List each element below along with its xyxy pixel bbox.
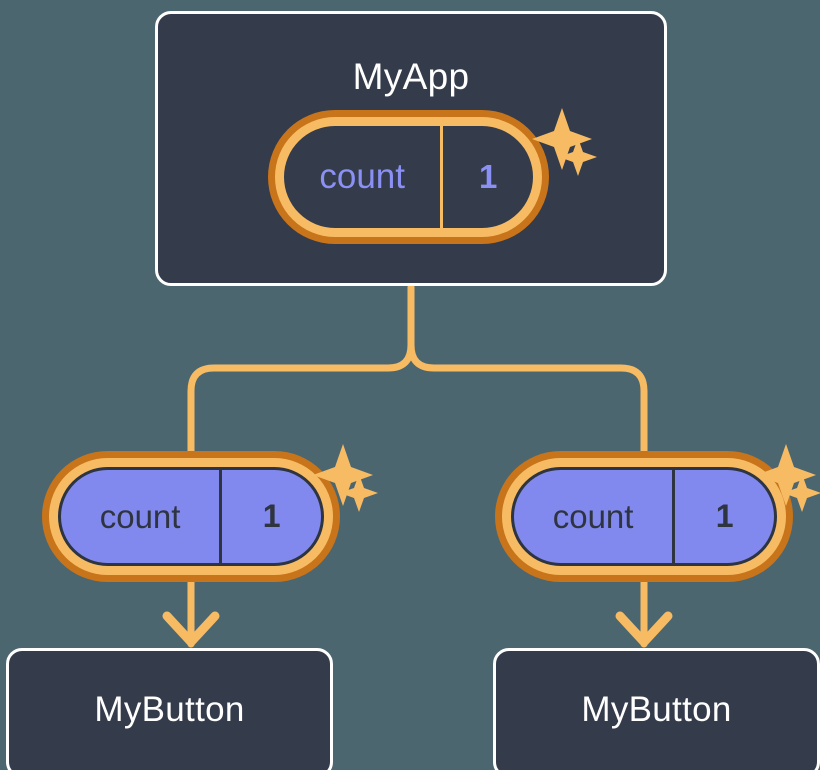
connector-to-right-pill xyxy=(407,341,648,455)
component-label-mybutton: MyButton xyxy=(94,690,245,729)
state-pill-ring: count 1 xyxy=(502,458,786,575)
component-card-mybutton-right: MyButton xyxy=(493,648,820,770)
state-pill-body: count 1 xyxy=(58,467,324,566)
state-value-label: 1 xyxy=(262,498,281,534)
state-key-label: count xyxy=(284,126,444,228)
state-pill-child-left[interactable]: count 1 xyxy=(42,451,340,582)
state-value-label: 1 xyxy=(479,158,498,195)
arrow-down-icon-left xyxy=(162,611,220,647)
state-pill-body: count 1 xyxy=(511,467,777,566)
state-pill-ring: count 1 xyxy=(275,117,542,237)
state-key-label: count xyxy=(61,470,223,563)
arrow-down-icon-right xyxy=(615,611,673,647)
state-pill-child-right[interactable]: count 1 xyxy=(495,451,793,582)
state-key-label: count xyxy=(514,470,676,563)
component-label-myapp: MyApp xyxy=(352,56,470,97)
component-card-mybutton-left: MyButton xyxy=(6,648,333,770)
component-label-mybutton: MyButton xyxy=(581,690,732,729)
state-pill-ring: count 1 xyxy=(49,458,333,575)
state-pill-body: count 1 xyxy=(284,126,533,228)
state-value-label: 1 xyxy=(715,498,734,534)
sparkle-small-icon xyxy=(340,474,378,512)
state-pill-root[interactable]: count 1 xyxy=(268,110,549,244)
connector-to-left-pill xyxy=(187,341,415,455)
